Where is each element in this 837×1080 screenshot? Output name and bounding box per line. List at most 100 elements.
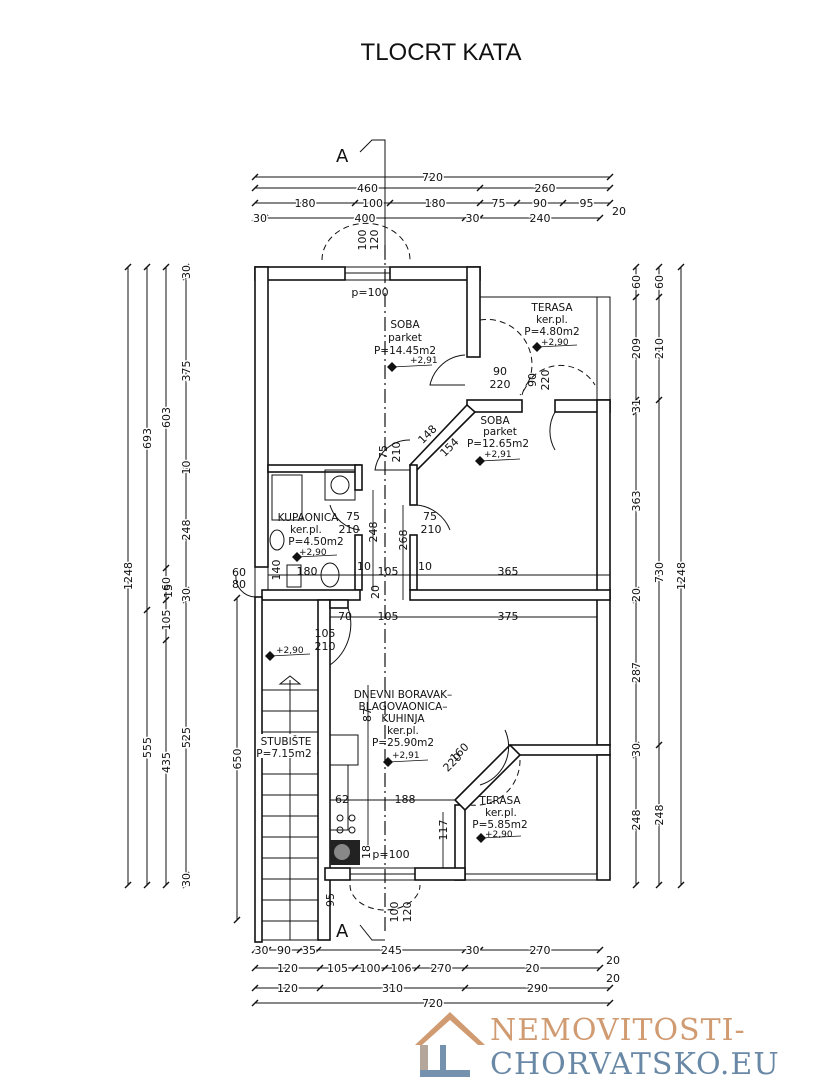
interior-dimension-label: 62 [335,793,349,806]
dimension-tick [632,751,640,759]
dimension-tick [251,999,259,1007]
dimension-tick [476,199,484,207]
level-mark: +2,91 [410,356,438,366]
dimension-label: 20 [612,205,626,218]
dimension-label: 100 [362,197,383,210]
room-terasa-1: TERASA ker.pl. P=4.80m2 +2,90 [524,302,579,348]
dimension-label: 60 [160,577,173,591]
dimension-tick [296,946,304,954]
dimension-tick [632,408,640,416]
room-area: P=7.15m2 [256,748,311,760]
bidet [286,564,302,588]
dimension-label: 90 [533,197,547,210]
door-swings [235,222,596,911]
dimension-label: 400 [355,212,376,225]
dimension-label: 95 [580,197,594,210]
room-name: DNEVNI BORAVAK– [354,689,453,701]
dimension-label: 1248 [122,562,135,590]
dimension-tick [233,916,241,924]
dimension-label: 120 [277,962,298,975]
fixtures [269,469,360,865]
dimension-tick [596,214,604,222]
dimension-label: 90 [277,944,291,957]
interior-dimension-label: 90 [493,365,507,378]
interior-dimension-label: 210 [421,523,442,536]
room-kupaonica: KUPAONICA ker.pl. P=4.50m2 +2,90 [278,512,344,558]
dimension-label: 30 [466,944,480,957]
section-marker-top: A [336,139,386,260]
room-area: P=14.45m2 [374,345,436,357]
room-name: KUPAONICA [278,512,339,524]
dimension-tick [182,596,190,604]
dimension-tick [476,184,484,192]
interior-dimension-label: 87 [361,708,374,722]
room-area: P=25.90m2 [372,737,434,749]
dimension-label: 245 [381,944,402,957]
dimension-tick [461,984,469,992]
stair-outline [261,599,319,941]
dimension-label: 248 [630,810,643,831]
dimension-label: 555 [141,737,154,758]
washing-machine [324,469,356,501]
interior-dimension-label: 10 [357,560,371,573]
dimension-label: 30 [466,212,480,225]
room-area: P=12.65m2 [467,438,529,450]
room-floor: parket [388,332,422,344]
dimension-tick [162,636,170,644]
dimension-label: 180 [425,197,446,210]
room-floor: ker.pl. [290,524,322,536]
dimension-label: 730 [653,562,666,583]
dimension-label: 460 [357,182,378,195]
dimension-label: 10 [180,461,193,475]
dimension-label: 209 [630,338,643,359]
dimension-tick [461,214,469,222]
dimension-tick [386,199,394,207]
dimension-tick [251,184,259,192]
dimension-tick [606,173,614,181]
plan-title: TLOCRT KATA [361,39,522,66]
kitchen-counter [329,734,359,766]
dimension-tick [182,466,190,474]
interior-dimension-label: 95 [324,893,337,907]
sink [269,529,285,551]
interior-dimension-label: 120 [401,902,414,923]
dimension-tick [596,964,604,972]
interior-dimension-label: 268 [397,530,410,551]
dimension-label: 60 [630,275,643,289]
room-area: P=4.80m2 [524,326,579,338]
dimension-tick [251,964,259,972]
dimension-tick [182,871,190,879]
interior-dimension-label: 117 [437,820,450,841]
dimension-label: 105 [327,962,348,975]
dimension-label: 30 [180,873,193,887]
dimension-tick [162,263,170,271]
interior-dimension-label: 20 [369,585,382,599]
dimension-label: 260 [535,182,556,195]
dimension-tick [182,881,190,889]
dimension-label: 30 [630,743,643,757]
dimension-tick [381,964,389,972]
dimension-tick [162,881,170,889]
dimension-label: 435 [160,752,173,773]
room-dnevni-boravak: DNEVNI BORAVAK– BLAGOVAONICA– KUHINJA ke… [354,689,453,761]
dimension-tick [655,396,663,404]
interior-dimension-label: 188 [395,793,416,806]
room-floor: parket [483,426,517,438]
dimension-label: 100 [360,962,381,975]
dimension-tick [632,586,640,594]
dimension-label: 20 [630,588,643,602]
dimension-tick [182,461,190,469]
room-soba-1: SOBA parket P=14.45m2 +2,91 [374,319,438,366]
dimension-tick [655,741,663,749]
dimension-label: 30 [255,944,269,957]
dimension-label: 30 [180,588,193,602]
room-name: TERASA [478,795,521,807]
dimension-tick [559,199,567,207]
dimension-label: 80 [232,578,246,591]
dimension-label: 106 [391,962,412,975]
staircase [261,599,319,941]
dimension-tick [596,946,604,954]
dimension-tick [182,586,190,594]
room-floor: ker.pl. [485,807,517,819]
